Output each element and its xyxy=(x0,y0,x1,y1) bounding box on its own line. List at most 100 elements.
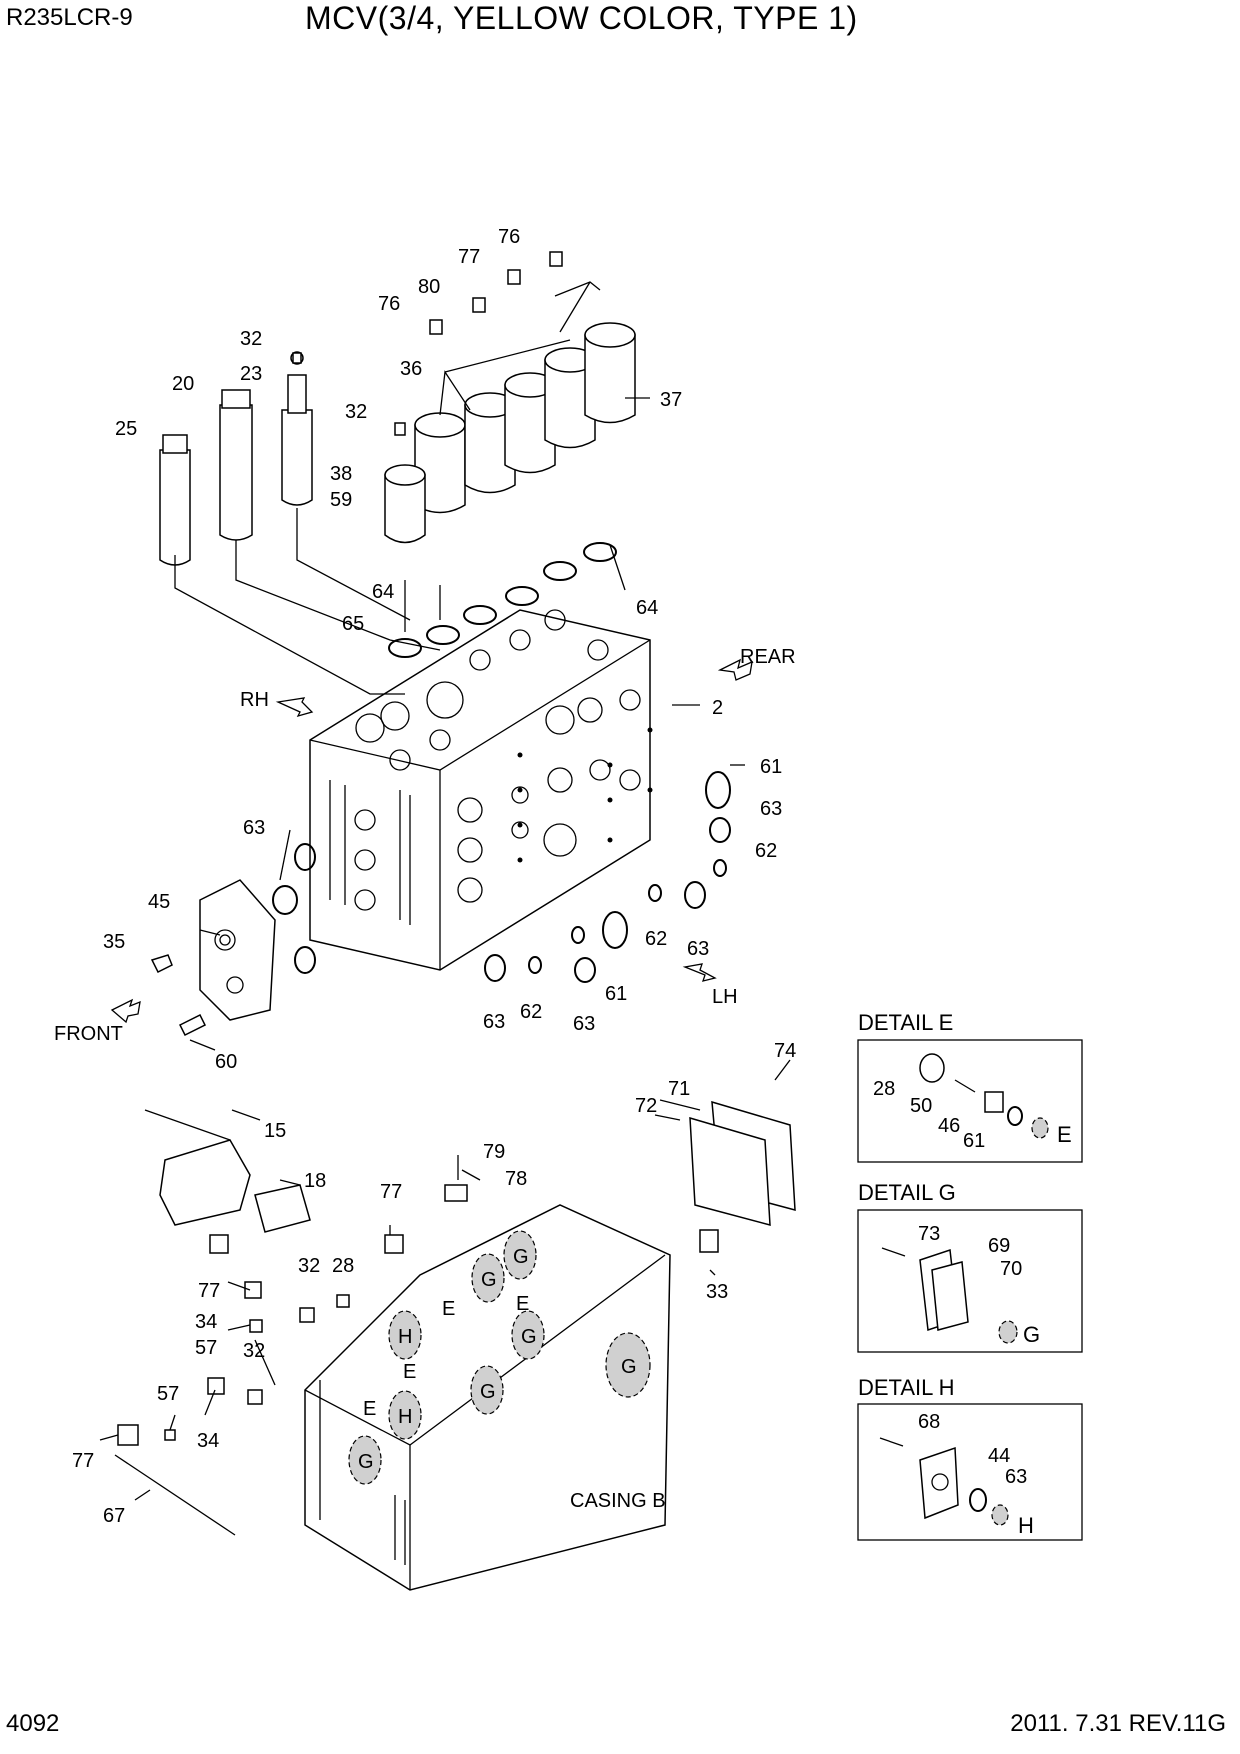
direction-rear: REAR xyxy=(740,646,796,668)
callout: 32 xyxy=(243,1340,265,1362)
plug-28 xyxy=(336,1294,350,1308)
callout: 64 xyxy=(636,597,658,619)
callout: 63 xyxy=(687,938,709,960)
callout: 57 xyxy=(157,1383,179,1405)
detail-h-title: DETAIL H xyxy=(858,1375,955,1400)
callout: 15 xyxy=(264,1120,286,1142)
callout: 34 xyxy=(195,1311,217,1333)
plate-78 xyxy=(444,1184,468,1202)
callout: 32 xyxy=(240,328,262,350)
callout: 72 xyxy=(635,1095,657,1117)
callout: 63 xyxy=(243,817,265,839)
port-marker: G xyxy=(481,1269,497,1291)
callout: 76 xyxy=(378,293,400,315)
callout: 28 xyxy=(332,1255,354,1277)
plug-77b xyxy=(209,1234,229,1254)
port-marker: G xyxy=(621,1356,637,1378)
callout: 78 xyxy=(505,1168,527,1190)
upper-leader-lines xyxy=(174,281,745,1051)
port-marker: H xyxy=(398,1406,412,1428)
callout: 38 xyxy=(330,463,352,485)
detail-e-title: DETAIL E xyxy=(858,1010,953,1035)
callout: 63 xyxy=(760,798,782,820)
detail-h-letter: H xyxy=(1018,1513,1034,1538)
lh-arrow-icon xyxy=(682,963,717,982)
model-number: R235LCR-9 xyxy=(6,4,133,31)
port-marker: G xyxy=(521,1326,537,1348)
direction-lh: LH xyxy=(712,986,738,1008)
port-marker: E xyxy=(516,1293,529,1315)
detail-e: DETAIL E 28 50 46 61 E xyxy=(857,1010,1083,1163)
callout: 74 xyxy=(774,1040,796,1062)
callout: 61 xyxy=(605,983,627,1005)
detail-e-letter: E xyxy=(1057,1122,1072,1147)
callout: 62 xyxy=(520,1001,542,1023)
detail-e-box xyxy=(857,1039,1083,1163)
detail-h-box xyxy=(857,1403,1083,1541)
valve-18 xyxy=(254,1184,311,1233)
rear-arrow-icon xyxy=(717,658,753,681)
plug-34 xyxy=(244,1281,262,1299)
callout: 28 xyxy=(873,1078,895,1100)
callout: 25 xyxy=(115,418,137,440)
callout: 77 xyxy=(198,1280,220,1302)
callout: 77 xyxy=(458,246,480,268)
detail-g-letter: G xyxy=(1023,1322,1040,1347)
callout: 60 xyxy=(215,1051,237,1073)
callout: 62 xyxy=(755,840,777,862)
plug-57b xyxy=(164,1429,176,1441)
plug-33 xyxy=(699,1229,719,1253)
callout: 79 xyxy=(483,1141,505,1163)
port-marker: G xyxy=(358,1451,374,1473)
page-number: 4092 xyxy=(6,1710,60,1737)
cover-plate xyxy=(150,879,276,1037)
callout: 32 xyxy=(345,401,367,423)
callout: 23 xyxy=(240,363,262,385)
callout: 44 xyxy=(988,1445,1010,1467)
page-title: MCV(3/4, YELLOW COLOR, TYPE 1) xyxy=(305,0,858,36)
callout: 80 xyxy=(418,276,440,298)
callout: 67 xyxy=(103,1505,125,1527)
rh-arrow-icon xyxy=(275,697,314,718)
port-marker: G xyxy=(480,1381,496,1403)
callout: 32 xyxy=(298,1255,320,1277)
callout: 73 xyxy=(918,1223,940,1245)
callout: 36 xyxy=(400,358,422,380)
valve-block xyxy=(309,609,653,971)
callout: 77 xyxy=(380,1181,402,1203)
relief-valves xyxy=(159,351,313,566)
front-arrow-icon xyxy=(110,998,141,1024)
port-marker: H xyxy=(398,1326,412,1348)
port-marker: E xyxy=(363,1398,376,1420)
port-marker: G xyxy=(513,1246,529,1268)
callout: 35 xyxy=(103,931,125,953)
detail-g-box xyxy=(857,1209,1083,1353)
port-marker: E xyxy=(442,1298,455,1320)
plug-57 xyxy=(249,1319,263,1333)
callout: 71 xyxy=(668,1078,690,1100)
callout: 45 xyxy=(148,891,170,913)
plug-77 xyxy=(384,1234,404,1254)
direction-rh: RH xyxy=(240,689,269,711)
port-marker: E xyxy=(403,1361,416,1383)
callout: 76 xyxy=(498,226,520,248)
callout: 77 xyxy=(72,1450,94,1472)
cover-72 xyxy=(689,1116,771,1226)
upper-valve-assembly: REAR RH LH FRONT 76 77 80 76 36 32 23 20… xyxy=(54,226,796,1073)
callout: 37 xyxy=(660,389,682,411)
plug-77c xyxy=(117,1424,139,1446)
lower-casing-assembly: G G H G G H G G E E E E CASING B xyxy=(99,1059,796,1591)
plug-32b xyxy=(247,1389,263,1405)
callout: 34 xyxy=(197,1430,219,1452)
callout: 62 xyxy=(645,928,667,950)
plug-34b xyxy=(207,1377,225,1395)
callout: 50 xyxy=(910,1095,932,1117)
callout: 46 xyxy=(938,1115,960,1137)
callout: 18 xyxy=(304,1170,326,1192)
callout: 59 xyxy=(330,489,352,511)
callout: 61 xyxy=(760,756,782,778)
valve-15 xyxy=(159,1139,251,1226)
casing-label: CASING B xyxy=(570,1490,666,1512)
callout: 63 xyxy=(573,1013,595,1035)
